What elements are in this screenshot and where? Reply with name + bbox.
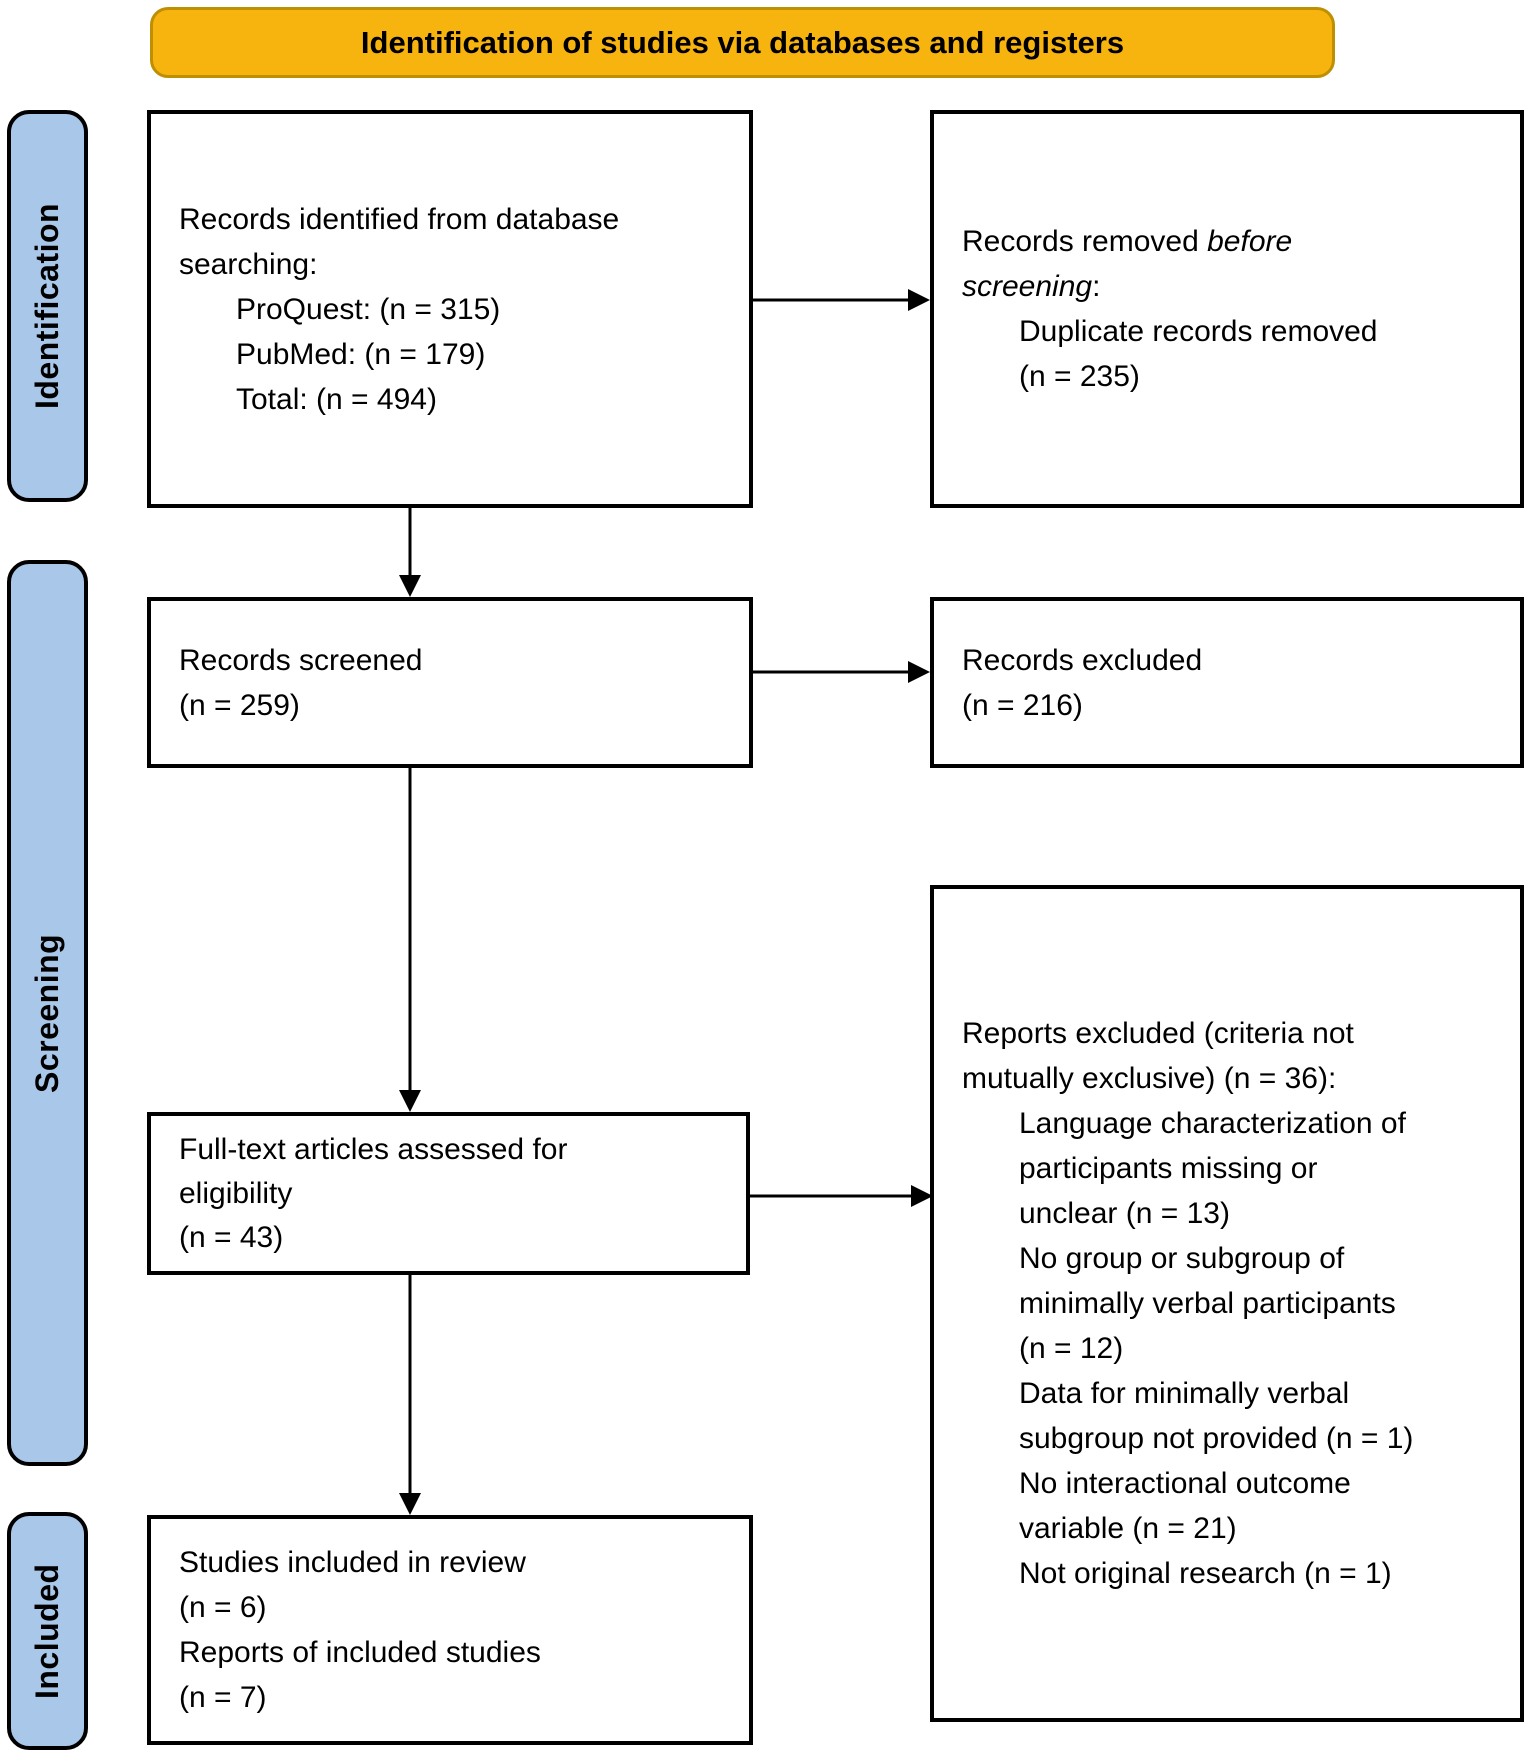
arrow-right-icon xyxy=(753,661,930,683)
text-line: Not original research (n = 1) xyxy=(1019,1557,1392,1590)
box-records-screened: Records screened (n = 259) xyxy=(147,597,753,768)
arrow-shaft xyxy=(408,1275,412,1497)
text-line: Full-text articles assessed for xyxy=(179,1132,568,1166)
text-line: screening: xyxy=(962,264,1512,309)
arrow-head xyxy=(908,661,930,683)
banner-title: Identification of studies via databases … xyxy=(150,7,1335,78)
text-line: Records screened xyxy=(179,643,423,677)
text-line: No group or subgroup of xyxy=(1019,1242,1345,1275)
text-line: (n = 43) xyxy=(179,1220,284,1254)
text-segment: Records removed xyxy=(962,225,1208,258)
text-segment-italic: screening xyxy=(962,270,1093,303)
stage-bar-screening: Screening xyxy=(7,560,88,1466)
text-line: Records excluded xyxy=(962,643,1203,677)
stage-label-included: Included xyxy=(29,1563,65,1699)
text-line: mutually exclusive) (n = 36): xyxy=(962,1062,1337,1095)
arrow-shaft xyxy=(753,298,912,302)
text-line: Language characterization of xyxy=(1019,1107,1406,1140)
arrow-head xyxy=(399,1090,421,1112)
arrow-shaft xyxy=(408,768,412,1094)
text-line: Data for minimally verbal xyxy=(1019,1377,1350,1410)
text-line: Reports excluded (criteria not xyxy=(962,1017,1354,1050)
text-line: subgroup not provided (n = 1) xyxy=(1019,1422,1414,1455)
text-line: Reports of included studies xyxy=(179,1636,541,1669)
text-line: eligibility xyxy=(179,1176,293,1210)
stage-label-identification: Identification xyxy=(29,202,65,410)
arrow-down-icon xyxy=(399,1275,421,1515)
text-line: minimally verbal participants xyxy=(1019,1287,1396,1320)
text-line: searching: xyxy=(179,247,318,281)
text-line: Records removed before xyxy=(962,219,1512,264)
arrow-shaft xyxy=(750,1194,915,1198)
banner-title-text: Identification of studies via databases … xyxy=(360,24,1125,60)
text-line: Studies included in review xyxy=(179,1546,526,1579)
text-line: (n = 7) xyxy=(179,1681,267,1714)
arrow-head xyxy=(399,575,421,597)
text-line: (n = 259) xyxy=(179,688,300,722)
text-line: No interactional outcome xyxy=(1019,1467,1351,1500)
box-studies-included: Studies included in review (n = 6) Repor… xyxy=(147,1515,753,1745)
text-segment: : xyxy=(1092,270,1101,303)
arrow-down-icon xyxy=(399,768,421,1112)
stage-bar-identification: Identification xyxy=(7,110,88,502)
arrow-head xyxy=(911,1185,933,1207)
box-reports-excluded: Reports excluded (criteria not mutually … xyxy=(930,885,1524,1722)
text-line: participants missing or xyxy=(1019,1152,1318,1185)
arrow-down-icon xyxy=(399,508,421,597)
text-line: (n = 235) xyxy=(1019,360,1140,393)
box-fulltext-assessed: Full-text articles assessed for eligibil… xyxy=(147,1112,750,1275)
text-line: variable (n = 21) xyxy=(1019,1512,1237,1545)
text-line: (n = 6) xyxy=(179,1591,267,1624)
text-line: ProQuest: (n = 315) xyxy=(236,292,501,326)
text-line: Records identified from database xyxy=(179,202,620,236)
arrow-head xyxy=(908,289,930,311)
text-line: unclear (n = 13) xyxy=(1019,1197,1230,1230)
text-line: Duplicate records removed xyxy=(1019,315,1378,348)
arrow-right-icon xyxy=(753,289,930,311)
box-records-identified: Records identified from database searchi… xyxy=(147,110,753,508)
box-records-removed-before-screening: Records removed before screening: Duplic… xyxy=(930,110,1524,508)
text-line: (n = 216) xyxy=(962,688,1083,722)
box-records-excluded: Records excluded (n = 216) xyxy=(930,597,1524,768)
text-line: Total: (n = 494) xyxy=(236,382,437,416)
stage-label-screening: Screening xyxy=(29,933,65,1093)
arrow-shaft xyxy=(753,670,912,674)
text-line: (n = 12) xyxy=(1019,1332,1124,1365)
text-line: PubMed: (n = 179) xyxy=(236,337,486,371)
arrow-shaft xyxy=(408,508,412,579)
text-segment-italic: before xyxy=(1207,225,1293,258)
arrow-head xyxy=(399,1493,421,1515)
arrow-right-icon xyxy=(750,1185,933,1207)
stage-bar-included: Included xyxy=(7,1512,88,1750)
